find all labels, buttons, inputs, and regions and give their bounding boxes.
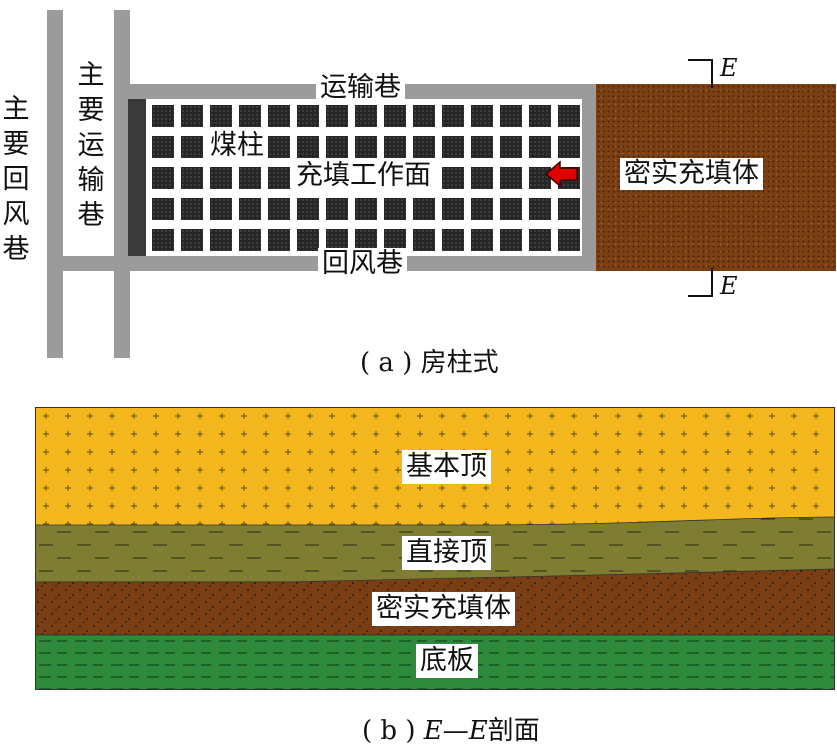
- dense-backfill-section-label: 密实充填体: [372, 592, 515, 626]
- coal-pillar: [558, 136, 580, 158]
- coal-pillar: [181, 105, 203, 127]
- coal-pillar: [529, 136, 551, 158]
- coal-pillar: [355, 105, 377, 127]
- coal-pillar: [500, 167, 522, 189]
- coal-pillar: [355, 229, 377, 251]
- coal-pillar: [442, 229, 464, 251]
- coal-pillar: [500, 105, 522, 127]
- coal-pillar: [471, 198, 493, 220]
- coal-pillar: [413, 136, 435, 158]
- coal-pillar: [297, 105, 319, 127]
- coal-pillar: [326, 229, 348, 251]
- coal-pillar: [297, 136, 319, 158]
- coal-pillar: [442, 198, 464, 220]
- dense-backfill-label: 密实充填体: [620, 158, 763, 190]
- coal-pillar: [442, 167, 464, 189]
- coal-pillar: [152, 136, 174, 158]
- section-caption: ( b ) E—E剖面: [362, 710, 540, 747]
- coal-pillar: [558, 105, 580, 127]
- coal-pillar: [500, 136, 522, 158]
- coal-pillar: [181, 167, 203, 189]
- main-haulage-roadway-label: 主要运输巷: [77, 60, 105, 231]
- coal-pillar: [152, 198, 174, 220]
- coal-pillar: [326, 198, 348, 220]
- coal-pillar: [268, 198, 290, 220]
- section-mark-bottom-label: E: [720, 272, 738, 300]
- coal-pillar: [210, 105, 232, 127]
- coal-pillar: [471, 167, 493, 189]
- coal-pillar: [442, 105, 464, 127]
- coal-pillar: [558, 198, 580, 220]
- main-haulage-roadway-road: [114, 10, 130, 358]
- face-right-border: [582, 99, 598, 256]
- coal-pillar: [384, 198, 406, 220]
- section-mark-top-label: E: [720, 54, 738, 82]
- advance-direction-arrow-icon: [544, 160, 578, 188]
- coal-pillar: [413, 229, 435, 251]
- coal-pillar: [210, 198, 232, 220]
- coal-pillar: [297, 229, 319, 251]
- coal-pillar: [152, 229, 174, 251]
- coal-pillar: [181, 136, 203, 158]
- coal-pillar: [326, 105, 348, 127]
- return-airway-label: 回风巷: [318, 248, 407, 280]
- haulage-roadway-label: 运输巷: [316, 72, 405, 104]
- section-mark-bottom-icon: [688, 268, 713, 297]
- section-caption-suffix: 剖面: [487, 716, 540, 746]
- coal-pillar: [384, 105, 406, 127]
- coal-pillar: [268, 136, 290, 158]
- panel-left-strip: [128, 99, 146, 256]
- section-caption-prefix: ( b ): [362, 716, 424, 746]
- plan-caption: ( a ) 房柱式: [360, 348, 499, 378]
- coal-pillar: [239, 198, 261, 220]
- coal-pillar: [471, 105, 493, 127]
- coal-pillar: [384, 136, 406, 158]
- coal-pillar: [529, 229, 551, 251]
- coal-pillar: [471, 229, 493, 251]
- coal-pillar: [471, 136, 493, 158]
- coal-pillar: [500, 198, 522, 220]
- coal-pillar: [268, 167, 290, 189]
- coal-pillar: [442, 136, 464, 158]
- coal-pillar-label: 煤柱: [206, 130, 268, 162]
- coal-pillar: [355, 198, 377, 220]
- coal-pillar: [529, 105, 551, 127]
- coal-pillar: [529, 167, 551, 189]
- coal-pillar: [500, 229, 522, 251]
- coal-pillar: [384, 229, 406, 251]
- coal-pillar: [355, 136, 377, 158]
- coal-pillar: [181, 198, 203, 220]
- immediate-roof-label: 直接顶: [402, 536, 491, 570]
- coal-pillar: [152, 105, 174, 127]
- coal-pillar: [558, 229, 580, 251]
- coal-pillar: [413, 105, 435, 127]
- floor-label: 底板: [416, 644, 478, 678]
- coal-pillar: [210, 167, 232, 189]
- coal-pillar: [297, 198, 319, 220]
- coal-pillar: [181, 229, 203, 251]
- coal-pillar: [529, 198, 551, 220]
- coal-pillar: [268, 229, 290, 251]
- filling-face-label: 充填工作面: [292, 160, 435, 192]
- section-mark-top-icon: [688, 59, 713, 88]
- coal-pillar: [326, 136, 348, 158]
- main-return-airway-road: [47, 10, 63, 358]
- coal-pillar: [413, 198, 435, 220]
- coal-pillar: [152, 167, 174, 189]
- coal-pillar: [239, 105, 261, 127]
- coal-pillar: [239, 229, 261, 251]
- basic-roof-label: 基本顶: [402, 450, 491, 484]
- coal-pillar: [210, 229, 232, 251]
- section-caption-mark: E—E: [423, 716, 488, 746]
- main-return-airway-label: 主要回风巷: [2, 94, 30, 265]
- coal-pillar: [268, 105, 290, 127]
- coal-pillar: [239, 167, 261, 189]
